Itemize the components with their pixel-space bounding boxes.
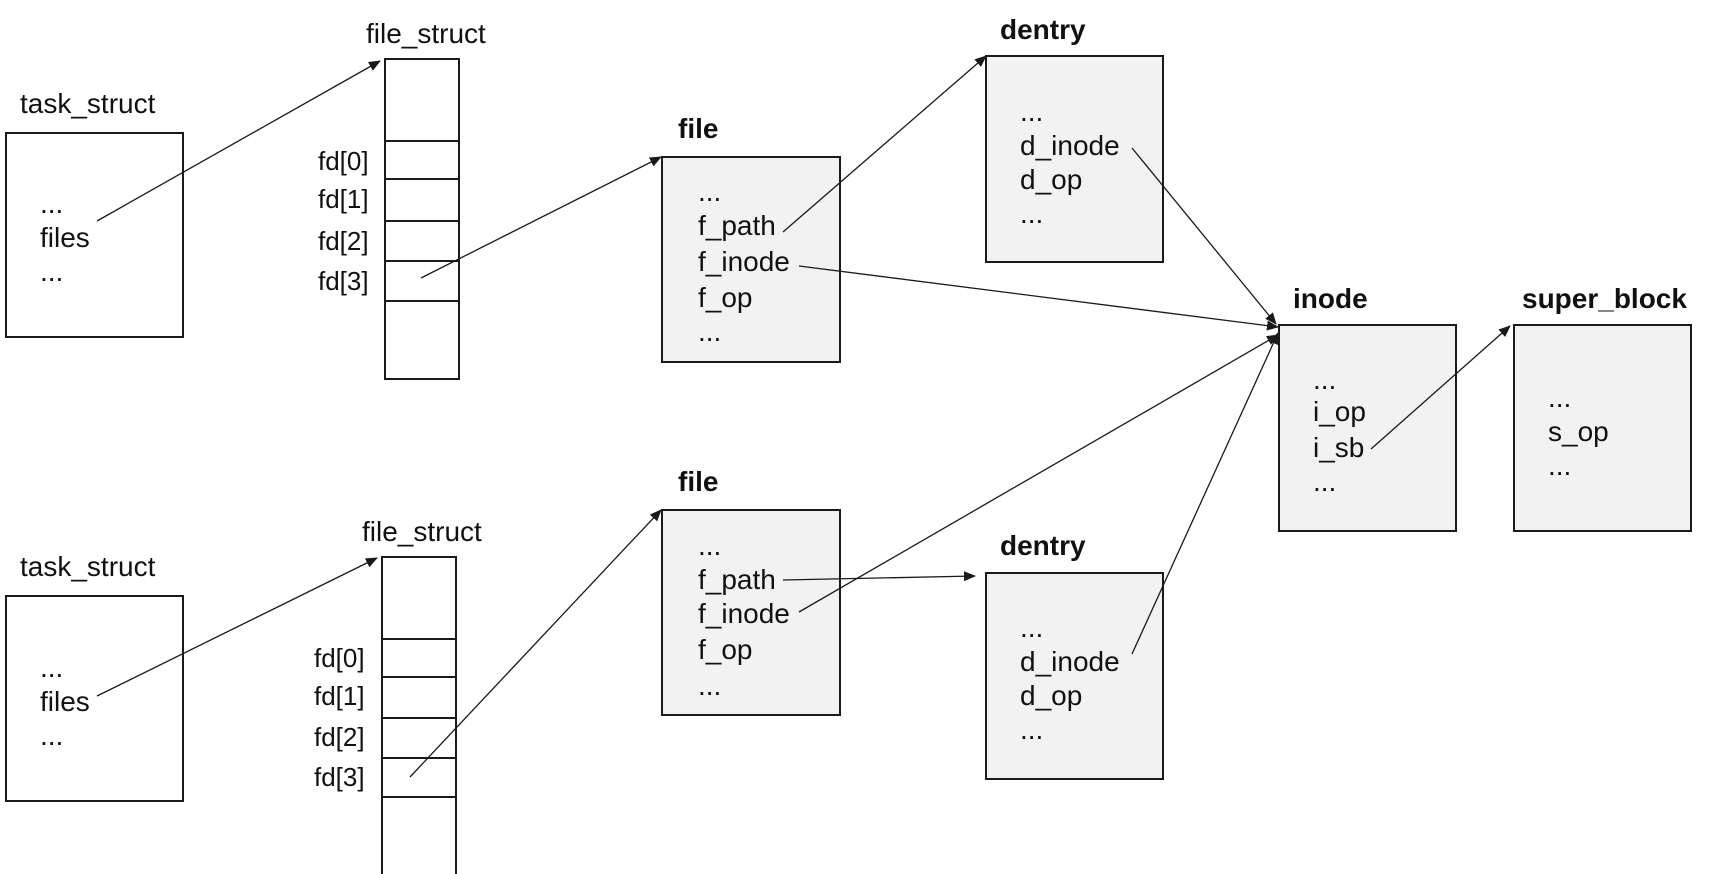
super-block-field: ...	[1548, 382, 1572, 413]
file-field-f-path: f_path	[698, 564, 776, 595]
fd-cell-divider	[386, 178, 458, 180]
file-field: ...	[698, 670, 722, 701]
dentry-title-bottom: dentry	[1000, 530, 1086, 561]
task-struct-field: ...	[40, 652, 64, 683]
inode-field: ...	[1313, 466, 1337, 497]
file-struct-table-top	[384, 58, 460, 380]
fd-slot-label: fd[2]	[314, 722, 365, 752]
task-struct-field: ...	[40, 256, 64, 287]
fd-slot-label: fd[1]	[318, 184, 369, 214]
file-struct-title-bottom: file_struct	[362, 516, 482, 547]
dentry-field-d-op: d_op	[1020, 164, 1083, 195]
super-block-box	[1513, 324, 1692, 532]
task-struct-title-top: task_struct	[20, 88, 156, 119]
dentry-field-d-inode: d_inode	[1020, 130, 1120, 161]
file-field-f-path: f_path	[698, 210, 776, 241]
task-struct-field-files: files	[40, 222, 90, 253]
inode-title: inode	[1293, 283, 1368, 314]
inode-field: ...	[1313, 364, 1337, 395]
fd-slot-label: fd[0]	[318, 146, 369, 176]
dentry-field: ...	[1020, 714, 1044, 745]
task-struct-box-bottom	[5, 595, 184, 802]
arrow-f-inode-to-inode-top	[798, 265, 1279, 331]
task-struct-title-bottom: task_struct	[20, 551, 156, 582]
fd-cell-divider	[386, 260, 458, 262]
fd-slot-label: fd[3]	[318, 266, 369, 296]
inode-field-i-sb: i_sb	[1313, 432, 1365, 463]
file-title-bottom: file	[678, 466, 719, 497]
task-struct-field-files: files	[40, 686, 90, 717]
task-struct-field: ...	[40, 720, 64, 751]
file-title-top: file	[678, 113, 719, 144]
task-struct-box-top	[5, 132, 184, 338]
dentry-title-top: dentry	[1000, 14, 1086, 45]
dentry-field: ...	[1020, 96, 1044, 127]
file-struct-title-top: file_struct	[366, 18, 486, 49]
file-field: ...	[698, 530, 722, 561]
fd-slot-label: fd[2]	[318, 226, 369, 256]
file-field-f-inode: f_inode	[698, 598, 790, 629]
super-block-field: ...	[1548, 450, 1572, 481]
file-field: ...	[698, 176, 722, 207]
fd-slot-label: fd[0]	[314, 643, 365, 673]
dentry-field: ...	[1020, 612, 1044, 643]
dentry-field-d-inode: d_inode	[1020, 646, 1120, 677]
fd-cell-divider	[386, 300, 458, 302]
fd-cell-divider	[383, 757, 455, 759]
task-struct-field: ...	[40, 188, 64, 219]
file-field: ...	[698, 316, 722, 347]
super-block-field-s-op: s_op	[1548, 416, 1609, 447]
fd-slot-label: fd[1]	[314, 681, 365, 711]
fd-slot-label: fd[3]	[314, 762, 365, 792]
fd-cell-divider	[386, 220, 458, 222]
fd-cell-divider	[383, 638, 455, 640]
inode-field-i-op: i_op	[1313, 396, 1366, 427]
dentry-field-d-op: d_op	[1020, 680, 1083, 711]
file-field-f-op: f_op	[698, 634, 753, 665]
file-field-f-op: f_op	[698, 282, 753, 313]
fd-cell-divider	[383, 796, 455, 798]
dentry-field: ...	[1020, 198, 1044, 229]
super-block-title: super_block	[1522, 283, 1687, 314]
file-struct-table-bottom	[381, 556, 457, 874]
file-field-f-inode: f_inode	[698, 246, 790, 277]
fd-cell-divider	[383, 676, 455, 678]
arrow-f-inode-to-inode-bottom	[798, 334, 1279, 613]
inode-box	[1278, 324, 1457, 532]
fd-cell-divider	[383, 717, 455, 719]
fd-cell-divider	[386, 140, 458, 142]
